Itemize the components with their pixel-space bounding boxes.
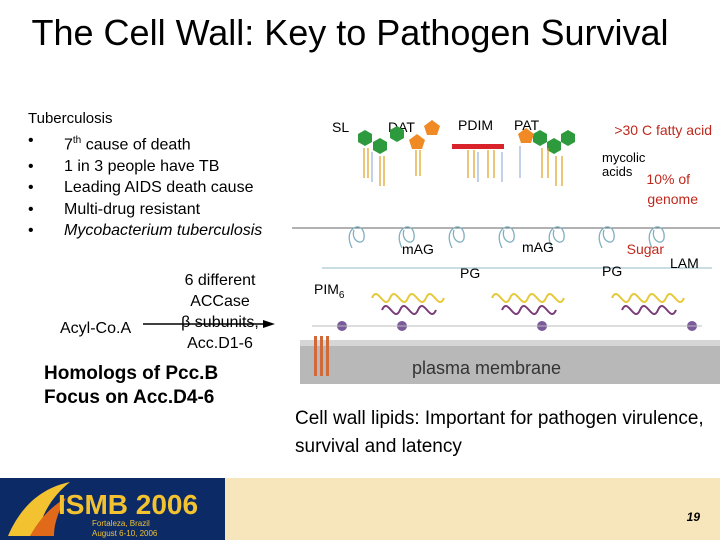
mycolic-label: mycolic [602, 150, 646, 165]
tb-facts-list: • 7th cause of death • 1 in 3 people hav… [28, 130, 262, 242]
bullet-item: • Leading AIDS death cause [28, 179, 254, 197]
mag-label-2: mAG [522, 239, 554, 255]
pg-label-2: PG [602, 263, 622, 279]
accase-subunits-note: 6 different ACCase β subunits, Acc.D1-6 [181, 272, 259, 352]
sugar-annotation: Sugar [627, 241, 665, 257]
bullet-item: • Multi-drug resistant [28, 200, 201, 218]
peptidoglycan-coils [371, 293, 685, 303]
page-number: 19 [686, 510, 700, 524]
pdim-label: PDIM [458, 117, 493, 133]
logo-text: ISMB 2006 [58, 489, 198, 520]
genome-annotation-2: genome [647, 191, 698, 207]
ismb-logo: ISMB 2006 Fortaleza, Brazil August 6-10,… [0, 478, 225, 540]
bullet-item: • 7th cause of death [28, 132, 191, 154]
plasma-membrane-label: plasma membrane [412, 358, 561, 378]
lipid-tails [363, 148, 563, 186]
pg-label-1: PG [460, 265, 480, 281]
lam-coils [381, 305, 677, 315]
cell-wall-diagram: SL DAT PDIM PAT >30 C fatty acid mycolic… [292, 117, 720, 384]
mag-label-1: mAG [402, 241, 434, 257]
homologs-note: Homologs of Pcc.B Focus on Acc.D4-6 [44, 363, 219, 408]
bullet-item: • 1 in 3 people have TB [28, 157, 220, 175]
fatty-acid-annotation: >30 C fatty acid [614, 122, 712, 138]
tuberculosis-heading: Tuberculosis [28, 110, 113, 127]
acyl-pentagons [409, 120, 534, 149]
bullet-item: • Mycobacterium tuberculosis [28, 222, 263, 240]
pat-label: PAT [514, 117, 540, 133]
acyl-coa-label: Acyl-Co.A [60, 320, 132, 337]
membrane-lipids [314, 336, 329, 376]
mycolic-acid-curls [322, 226, 712, 269]
genome-annotation-1: 10% of [646, 171, 690, 187]
plasma-membrane-bar [300, 340, 720, 384]
lam-label: LAM [670, 255, 699, 271]
pdim-bar [452, 144, 504, 149]
slide-title: The Cell Wall: Key to Pathogen Survival [31, 12, 669, 53]
acids-label: acids [602, 164, 633, 179]
reaction-arrow [143, 320, 275, 328]
trehalose-hexagons [358, 126, 575, 154]
sl-label: SL [332, 119, 349, 135]
cell-wall-caption: Cell wall lipids: Important for pathogen… [295, 408, 704, 457]
ismb-sail-icon: ISMB 2006 Fortaleza, Brazil August 6-10,… [8, 482, 198, 538]
logo-dates: August 6-10, 2006 [92, 529, 158, 538]
logo-location: Fortaleza, Brazil [92, 519, 150, 528]
pim-label: PIM6 [314, 281, 345, 301]
